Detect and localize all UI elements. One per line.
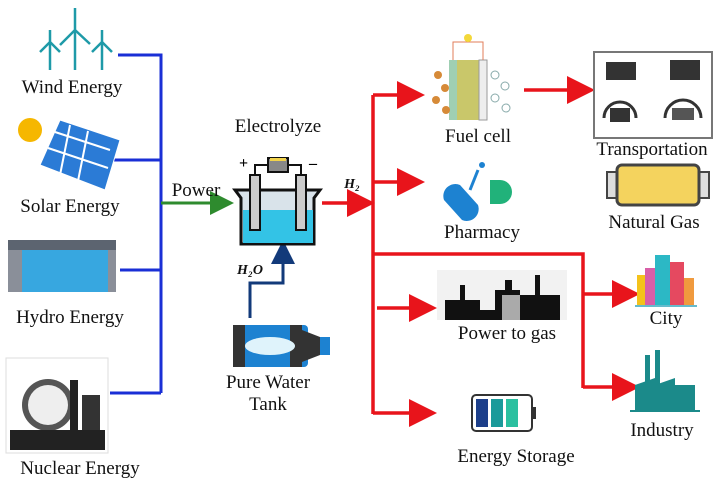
label-power: Power [171, 180, 221, 201]
label-pharmacy: Pharmacy [444, 222, 520, 243]
label-h2o: H₂O [237, 263, 263, 278]
pharmacy-icon [443, 162, 512, 221]
label-natural-gas: Natural Gas [608, 212, 700, 233]
label-tank: Tank [249, 394, 287, 415]
label-solar-energy: Solar Energy [20, 196, 120, 217]
water-line [248, 240, 295, 318]
solar-panel-icon [18, 118, 121, 191]
fuel-cell-icon [432, 34, 511, 121]
label-pure-water: Pure Water [225, 372, 311, 393]
label-wind-energy: Wind Energy [21, 77, 123, 98]
hydro-dam-icon [8, 240, 116, 292]
label-hydro-energy: Hydro Energy [16, 307, 124, 328]
power-to-gas-factory-icon [437, 270, 567, 320]
transportation-icon [593, 51, 713, 139]
label-electrolyze: Electrolyze [234, 116, 322, 137]
label-energy-storage: Energy Storage [457, 446, 575, 467]
label-power-to-gas: Power to gas [457, 323, 557, 344]
label-industry: Industry [630, 420, 694, 441]
label-nuclear-energy: Nuclear Energy [20, 458, 140, 479]
svg-text:–: – [308, 155, 318, 172]
label-transportation: Transportation [596, 139, 708, 160]
industry-icon [630, 350, 700, 412]
label-city: City [649, 308, 683, 329]
label-h2: H₂ [344, 177, 360, 192]
city-icon [635, 255, 697, 307]
natural-gas-icon [606, 163, 710, 207]
source-connector-lines [110, 53, 163, 395]
electrolyzer-icon: +– [232, 155, 323, 246]
water-tank-icon [233, 325, 330, 367]
hydrogen-lines [322, 76, 640, 427]
nuclear-plant-icon [5, 357, 109, 454]
wind-turbine-icon [39, 8, 113, 70]
label-fuel-cell: Fuel cell [445, 126, 511, 147]
svg-text:+: + [239, 155, 248, 172]
battery-icon [471, 394, 536, 432]
